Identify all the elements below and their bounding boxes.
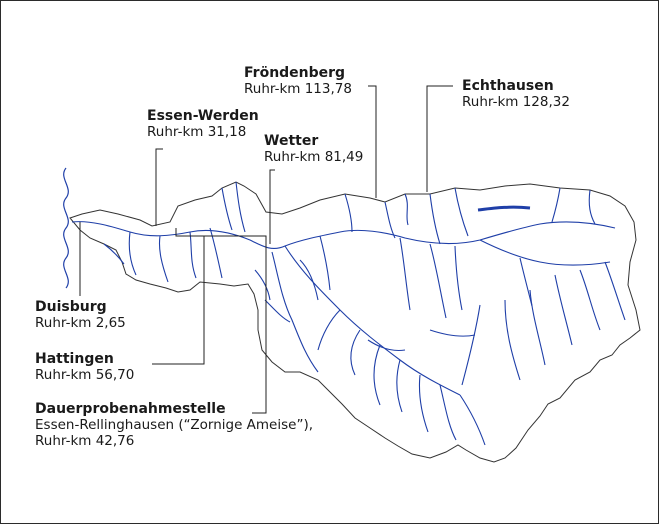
station-name: Echthausen [462, 78, 554, 94]
station-label-froendenberg: Fröndenberg Ruhr-km 113,78 [244, 65, 352, 97]
leader-echthausen [426, 85, 453, 192]
leader-lines [79, 85, 453, 414]
station-km: Ruhr-km 56,70 [35, 367, 135, 383]
station-km: Ruhr-km 31,18 [147, 124, 247, 140]
station-label-dauerprobe: Dauerprobenahmestelle Essen-Rellinghause… [35, 401, 313, 449]
station-name: Duisburg [35, 299, 107, 315]
station-label-echthausen: Echthausen Ruhr-km 128,32 [462, 78, 570, 110]
station-km: Ruhr-km 42,76 [35, 433, 135, 449]
station-km: Ruhr-km 113,78 [244, 81, 352, 97]
station-label-hattingen: Hattingen Ruhr-km 56,70 [35, 351, 134, 383]
station-label-wetter: Wetter Ruhr-km 81,49 [264, 133, 363, 165]
station-km: Ruhr-km 2,65 [35, 315, 126, 331]
station-name: Wetter [264, 133, 319, 149]
station-name: Dauerprobenahmestelle [35, 401, 226, 417]
leader-essen-werden [155, 148, 163, 226]
station-km: Ruhr-km 128,32 [462, 94, 570, 110]
station-name: Essen-Werden [147, 108, 259, 124]
rhine-river [63, 167, 69, 289]
leader-wetter [269, 169, 275, 244]
station-name: Hattingen [35, 351, 114, 367]
station-location: Essen-Rellinghausen (“Zornige Ameise”), [35, 417, 314, 433]
station-label-duisburg: Duisburg Ruhr-km 2,65 [35, 299, 126, 331]
river-network [71, 181, 626, 446]
leader-hattingen [152, 236, 205, 365]
leader-dauerprobe [175, 228, 267, 414]
station-name: Fröndenberg [244, 65, 346, 81]
station-label-essen-werden: Essen-Werden Ruhr-km 31,18 [147, 108, 259, 140]
station-km: Ruhr-km 81,49 [264, 149, 364, 165]
leader-froendenberg [368, 85, 377, 198]
catchment-outline [69, 181, 641, 463]
